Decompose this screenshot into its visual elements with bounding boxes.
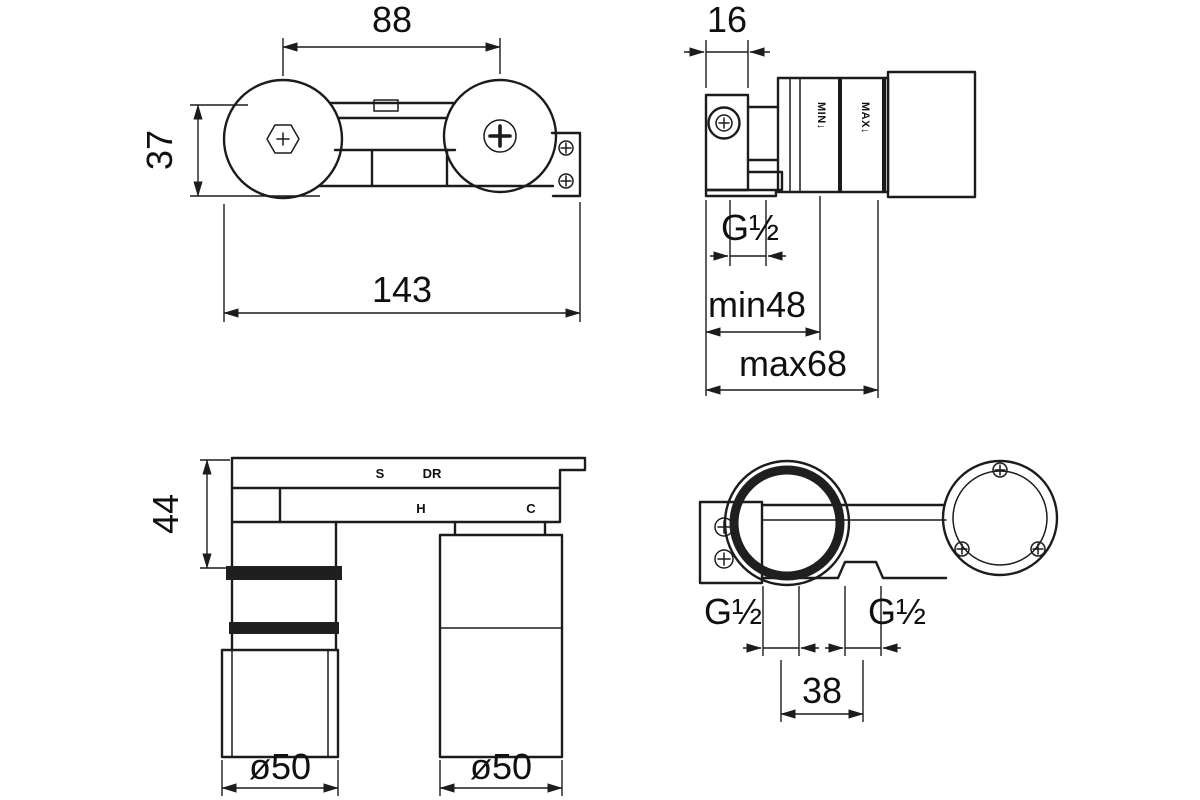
left-cylinder	[220, 648, 340, 759]
right-handle-circle	[442, 78, 558, 194]
dimension-44: 44	[145, 459, 230, 569]
plate-screw-cross-icon	[718, 117, 730, 129]
hot-mark: H	[416, 501, 425, 516]
dimension-88: 88	[282, 0, 501, 76]
top-detail	[373, 99, 399, 112]
body-top-bar	[230, 456, 587, 490]
dim-label-88: 88	[372, 0, 412, 40]
extension-lines	[200, 459, 230, 569]
thread-label-left: G½	[704, 591, 762, 632]
cartridge-nut-band	[226, 566, 342, 580]
right-rose-inner	[952, 470, 1048, 566]
side-view: MIN↓ MAX↓ 16 G½ min48 max68	[684, 0, 977, 398]
dim-label-143: 143	[372, 269, 432, 310]
dimension-max68: max68	[705, 200, 879, 398]
max-marker-label: MAX↓	[859, 102, 871, 134]
left-rose-ring	[729, 465, 845, 581]
left-rose-outer	[723, 459, 851, 587]
min-marker-label: MIN↓	[815, 102, 827, 130]
body-mid-bar	[278, 486, 562, 524]
plate-screw-icon	[707, 106, 741, 140]
phillips-screw-icon	[483, 119, 517, 153]
left-cylinder-inner-lines	[231, 649, 329, 758]
spout-bar	[760, 503, 948, 580]
protection-cap	[886, 70, 977, 199]
plate-screw-inner	[715, 114, 733, 132]
cold-mark: C	[526, 501, 536, 516]
dim-label-min48: min48	[708, 284, 806, 325]
extension-lines	[223, 202, 581, 322]
dimension-16: 16	[684, 0, 770, 88]
mounting-plate	[704, 93, 750, 192]
dim-label-38: 38	[802, 670, 842, 711]
right-cylinder	[438, 520, 564, 759]
extension-lines	[729, 200, 767, 266]
wall-bracket	[550, 131, 582, 198]
bracket-screw-icon	[558, 140, 574, 156]
thread-label-right: G½	[868, 591, 926, 632]
dim-label-16: 16	[707, 0, 747, 40]
dimension-143: 143	[223, 202, 581, 322]
brand-mark-s: S	[376, 466, 385, 481]
dim-label-max68: max68	[739, 343, 847, 384]
dim-label-37: 37	[139, 130, 180, 170]
fastener-icon	[954, 541, 970, 557]
bottom-section-view: S DR H C 44 ø50 ø50	[145, 456, 587, 796]
dimension-thread-g12: G½	[710, 200, 786, 266]
right-rose-fasteners	[954, 462, 1046, 557]
fastener-cross-icon	[1032, 543, 1044, 555]
fastener-icon	[992, 462, 1008, 478]
fastener-icon	[1030, 541, 1046, 557]
dimension-thread-right: G½	[825, 586, 926, 656]
neck	[746, 105, 780, 162]
valve-body	[776, 76, 890, 194]
hex-screw-cross-icon	[276, 132, 290, 146]
dimension-thread-left: G½	[704, 586, 819, 656]
front-view: 88 37 143	[139, 0, 582, 322]
extension-lines	[190, 104, 320, 197]
top-plan-view: G½ G½ 38	[698, 459, 1059, 722]
dimension-38: 38	[780, 660, 864, 722]
bracket-screws	[558, 140, 574, 189]
thread-label: G½	[721, 207, 779, 248]
phillips-cross-icon	[488, 124, 512, 148]
depth-marks	[838, 78, 886, 192]
dimension-diameter-left: ø50	[221, 746, 339, 796]
plate-screw-cross-icon	[717, 552, 731, 566]
flange-lines	[789, 77, 801, 193]
extension-lines	[705, 40, 749, 88]
dim-label-d50-left: ø50	[249, 746, 311, 787]
threaded-foot	[704, 170, 784, 198]
handle-bridge-body	[317, 101, 555, 188]
bracket-screw-icon	[558, 173, 574, 189]
plate-screw-icon	[714, 549, 734, 569]
dimension-min48: min48	[705, 196, 821, 396]
fastener-cross-icon	[956, 543, 968, 555]
extension-lines	[282, 38, 501, 76]
extension-lines	[705, 196, 821, 396]
dim-label-d50-right: ø50	[470, 746, 532, 787]
right-rose-outer	[941, 459, 1059, 577]
cartridge-ring-band	[229, 622, 339, 634]
dimension-37: 37	[139, 104, 320, 197]
dim-label-44: 44	[145, 494, 186, 534]
bracket-screw-cross-icon	[560, 142, 572, 154]
bracket-screw-cross-icon	[560, 175, 572, 187]
brand-mark-dr: DR	[423, 466, 442, 481]
left-handle-circle	[222, 78, 344, 200]
hex-screw-icon	[266, 124, 300, 154]
extension-lines	[762, 586, 800, 656]
dimension-diameter-right: ø50	[439, 746, 563, 796]
extension-lines	[844, 586, 882, 656]
fastener-cross-icon	[994, 464, 1006, 476]
